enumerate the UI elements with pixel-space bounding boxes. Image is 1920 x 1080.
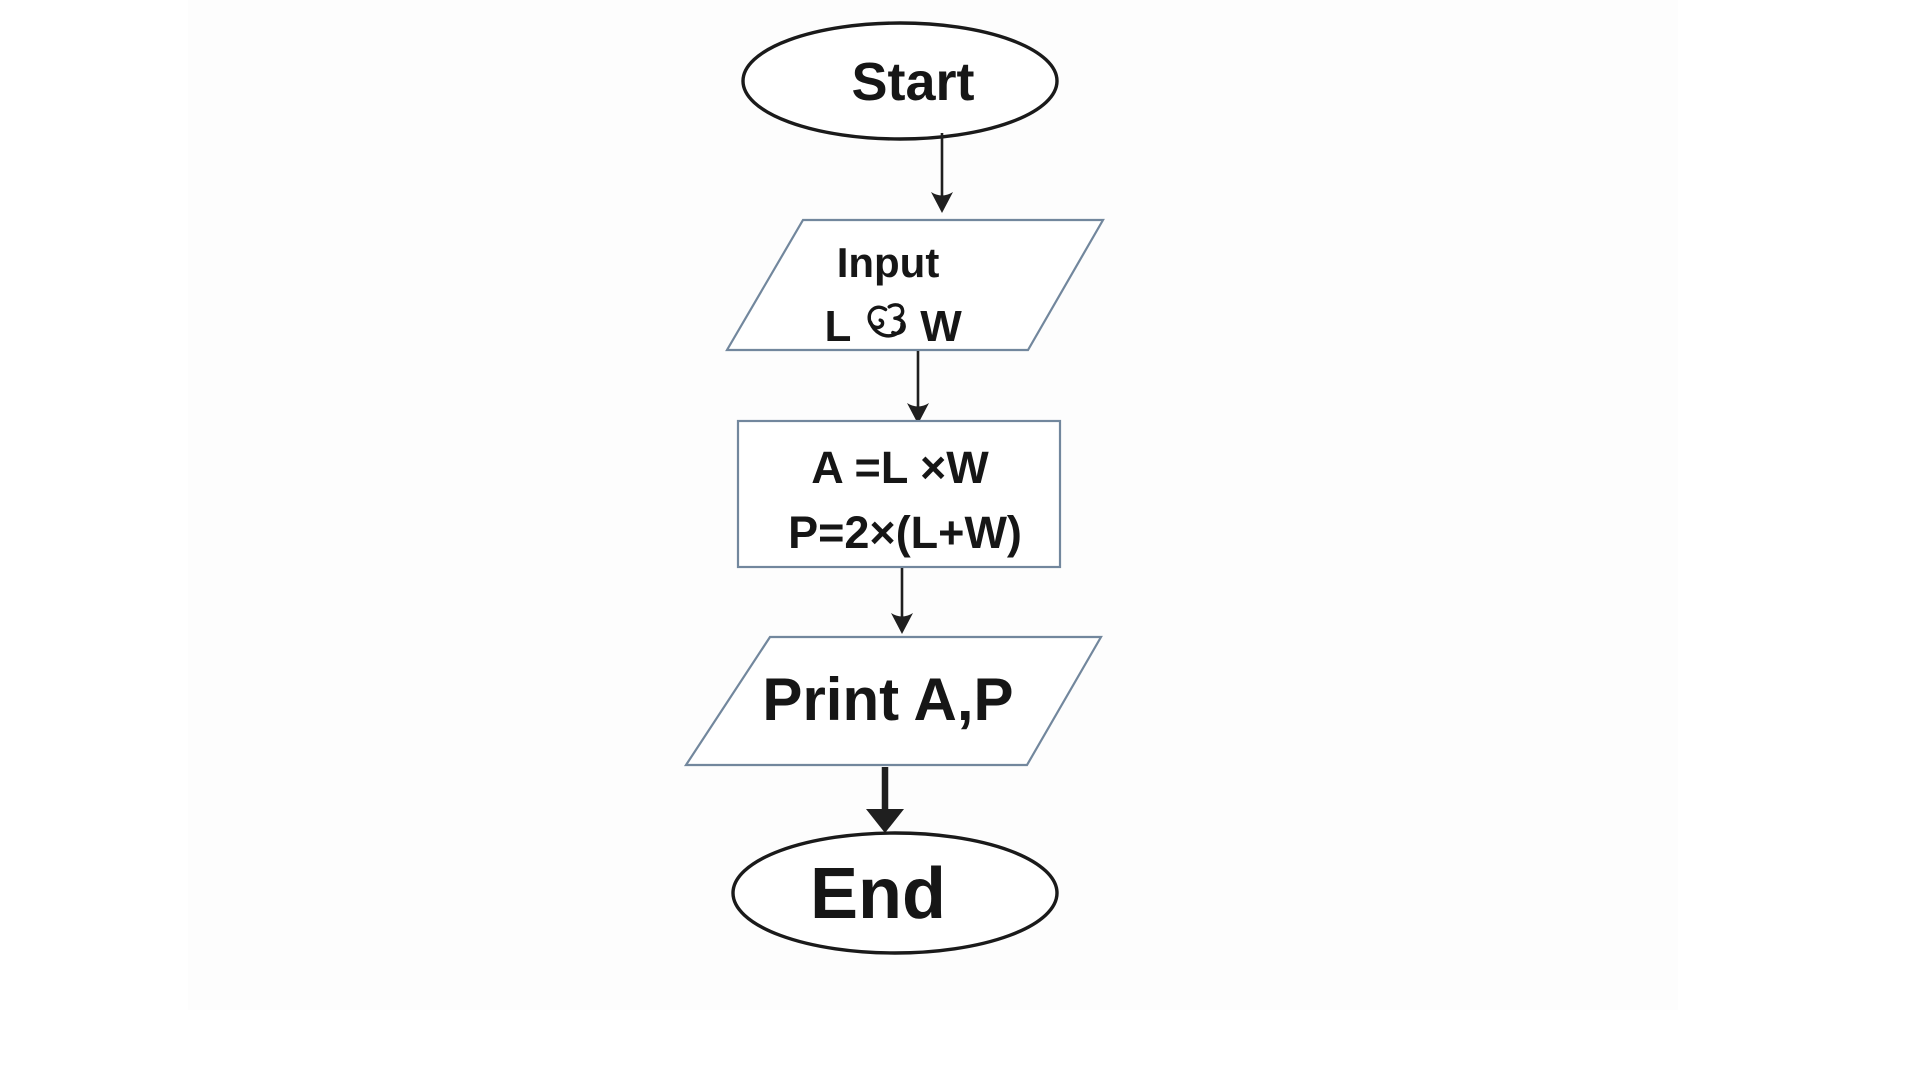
bengali-and-symbol [867, 303, 906, 338]
arrow-head-icon [891, 613, 913, 634]
process-rectangle-shape [736, 419, 1062, 569]
flow-arrow-output-to-end [866, 767, 904, 833]
output-parallelogram-shape [683, 635, 1103, 767]
start-label: Start [851, 52, 974, 112]
input-label-variable-w: W [920, 302, 962, 351]
flow-arrow-start-to-input [931, 133, 953, 213]
arrow-head-icon [907, 403, 929, 424]
input-parallelogram-shape [725, 218, 1105, 352]
flow-arrow-input-to-process [907, 351, 929, 424]
flow-arrow-process-to-output [891, 568, 913, 634]
process-label-line2: P=2×(L+W) [788, 507, 1022, 558]
process-label-line1: A =L ×W [811, 442, 989, 493]
arrow-head-icon [866, 809, 904, 833]
end-terminator-shape [731, 831, 1059, 955]
input-label-variable-l: L [825, 302, 852, 351]
output-label: Print A,P [762, 666, 1013, 733]
end-label: End [810, 854, 946, 934]
input-label-line1: Input [837, 239, 940, 286]
arrow-head-icon [931, 192, 953, 213]
start-terminator-shape [741, 21, 1059, 141]
